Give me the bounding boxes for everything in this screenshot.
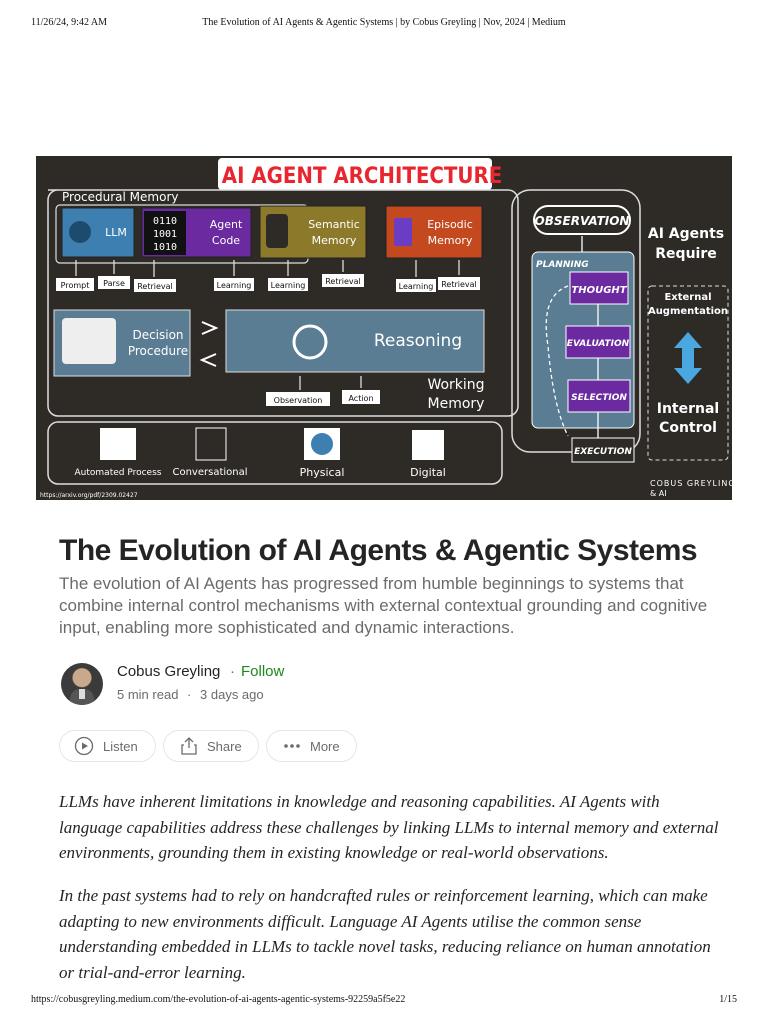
print-datetime: 11/26/24, 9:42 AM [31,17,108,28]
svg-text:Working: Working [427,377,484,393]
print-header: 11/26/24, 9:42 AM The Evolution of AI Ag… [0,17,768,31]
reasoning-label: Reasoning [374,331,462,351]
svg-text:1001: 1001 [153,229,177,240]
svg-text:Semantic: Semantic [308,218,360,231]
published-date: 3 days ago [200,687,264,702]
svg-text:Procedure: Procedure [128,344,188,358]
author-name[interactable]: Cobus Greyling [117,663,221,680]
hero-title: AI AGENT ARCHITECTURE [222,164,503,189]
share-label: Share [207,738,242,754]
svg-text:External: External [664,292,711,303]
listen-button[interactable]: Listen [59,730,156,762]
svg-text:0110: 0110 [153,216,177,227]
svg-text:Digital: Digital [410,466,446,479]
svg-text:Retrieval: Retrieval [325,277,361,286]
svg-text:Automated Process: Automated Process [75,468,162,478]
read-time: 5 min read [117,687,179,702]
svg-text:Require: Require [655,246,716,262]
svg-text:Memory: Memory [312,234,357,247]
paragraph-2: In the past systems had to rely on handc… [59,886,711,982]
share-icon [181,737,197,755]
svg-text:EXECUTION: EXECUTION [574,447,632,457]
svg-text:Retrieval: Retrieval [441,280,477,289]
play-icon [74,736,94,756]
svg-text:Memory: Memory [428,234,473,247]
more-button[interactable]: More [266,730,357,762]
article-title: The Evolution of AI Agents & Agentic Sys… [59,534,698,567]
svg-text:Decision: Decision [132,328,183,342]
separator: · [230,663,235,680]
svg-text:Action: Action [348,394,373,403]
hero-image: AI AGENT ARCHITECTURE Procedural Memory … [36,156,732,500]
svg-text:& AI: & AI [650,489,667,498]
more-dots-icon [284,744,300,748]
svg-text:1010: 1010 [153,242,177,253]
llm-label: LLM [105,226,127,239]
title-banner [218,158,492,190]
print-page-number: 1/15 [719,994,737,1005]
print-url: https://cobusgreyling.medium.com/the-evo… [31,994,406,1005]
svg-text:AI Agents: AI Agents [648,226,724,242]
svg-text:Parse: Parse [103,279,125,288]
svg-text:Learning: Learning [271,281,306,290]
svg-text:Retrieval: Retrieval [137,282,173,291]
svg-text:Prompt: Prompt [61,281,90,290]
svg-text:Code: Code [212,234,240,247]
svg-text:PLANNING: PLANNING [536,260,589,270]
more-label: More [310,738,340,754]
listen-label: Listen [103,738,138,754]
print-page-title: The Evolution of AI Agents & Agentic Sys… [202,17,566,28]
svg-text:THOUGHT: THOUGHT [571,285,627,296]
svg-text:Control: Control [659,420,717,436]
svg-text:COBUS GREYLING: COBUS GREYLING [650,479,732,488]
svg-text:Observation: Observation [274,396,323,405]
svg-text:Conversational: Conversational [172,467,247,478]
svg-text:Physical: Physical [300,466,345,479]
paragraph-1: LLMs have inherent limitations in knowle… [59,792,719,862]
svg-text:Augmentation: Augmentation [648,306,728,317]
svg-text:Episodic: Episodic [427,218,473,231]
article-subtitle: The evolution of AI Agents has progresse… [59,574,708,637]
avatar[interactable] [61,663,103,705]
procedural-memory-label: Procedural Memory [62,190,178,204]
meta-separator: · [187,687,192,702]
hero-source: https://arxiv.org/pdf/2309.02427 [40,492,138,499]
svg-text:Agent: Agent [210,218,243,231]
share-button[interactable]: Share [163,730,259,762]
svg-text:Learning: Learning [217,281,252,290]
svg-text:SELECTION: SELECTION [571,393,627,403]
svg-text:EVALUATION: EVALUATION [567,339,630,349]
svg-text:Learning: Learning [399,282,434,291]
svg-text:Memory: Memory [428,396,485,412]
read-meta: 5 min read · 3 days ago [117,687,264,702]
svg-text:Internal: Internal [657,401,719,417]
svg-text:OBSERVATION: OBSERVATION [535,214,630,228]
follow-button[interactable]: Follow [241,663,285,680]
